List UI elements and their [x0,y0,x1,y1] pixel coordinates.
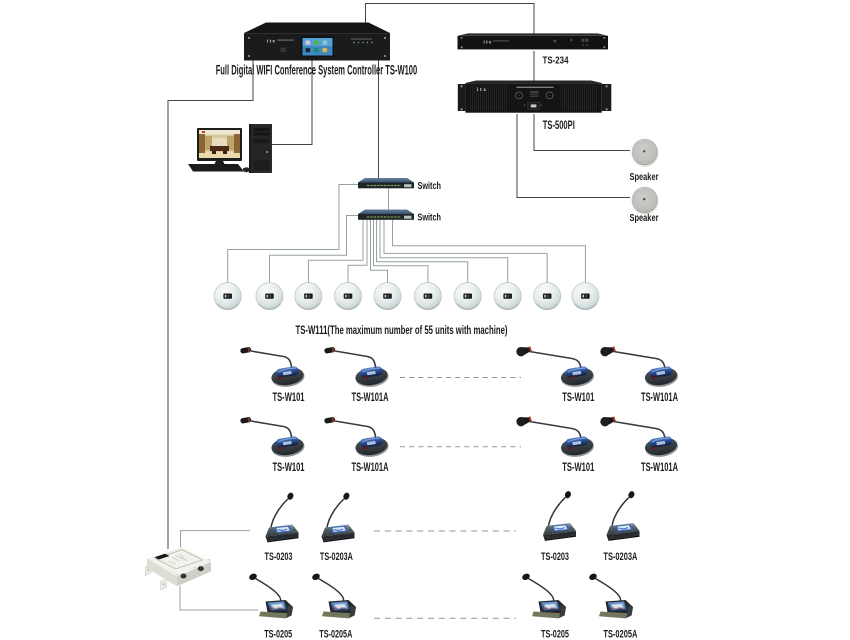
svg-text:TS-W101A: TS-W101A [352,390,389,404]
svg-text:TS-0205: TS-0205 [264,629,292,640]
svg-text:TS-0205A: TS-0205A [603,629,637,640]
svg-text:TS-W111(The maximum number of: TS-W111(The maximum number of 55 units w… [296,325,508,337]
svg-text:TS-W101: TS-W101 [273,460,305,474]
svg-text:Full Digital WIFI Conference S: Full Digital WIFI Conference System Cont… [216,63,418,78]
svg-text:Switch: Switch [418,181,442,192]
svg-text:TS-W101A: TS-W101A [641,460,678,474]
svg-text:TS-500PI: TS-500PI [543,120,575,132]
svg-text:Speaker: Speaker [630,212,659,224]
svg-text:TS-0203A: TS-0203A [320,551,353,563]
svg-text:TS-0203A: TS-0203A [603,551,637,563]
svg-text:TS-W101: TS-W101 [562,390,594,404]
svg-text:TS-W101: TS-W101 [562,460,594,474]
svg-text:TS-234: TS-234 [543,55,569,67]
svg-text:TS-W101: TS-W101 [273,390,305,404]
svg-text:TS-0203: TS-0203 [265,551,293,563]
svg-text:Switch: Switch [418,213,442,224]
svg-text:TS-W101A: TS-W101A [641,390,678,404]
svg-text:Speaker: Speaker [630,171,659,183]
svg-text:TS-W101A: TS-W101A [352,460,389,474]
svg-text:TS-0203: TS-0203 [541,551,569,563]
svg-text:TS-0205: TS-0205 [541,629,569,640]
svg-text:TS-0205A: TS-0205A [319,629,352,640]
